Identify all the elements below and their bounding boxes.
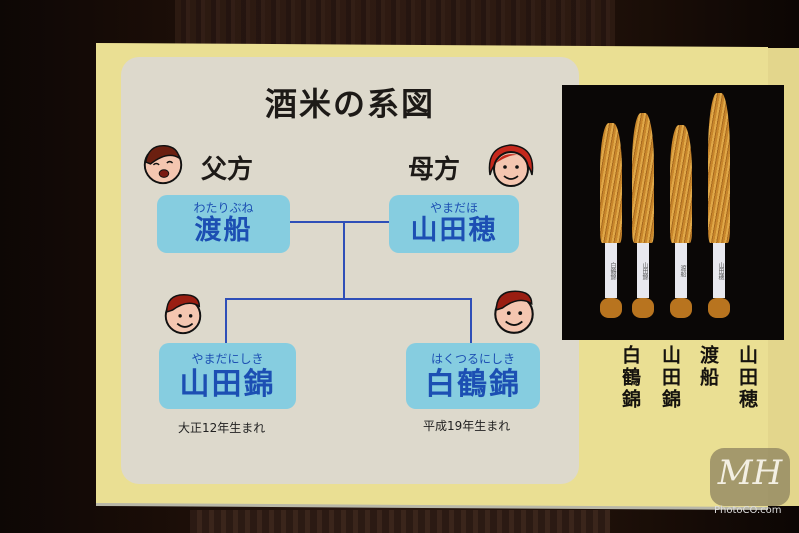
child-box-yamadanishiki: やまだにしき 山田錦 xyxy=(159,343,296,409)
father-side-label: 父方 xyxy=(201,155,254,185)
watermark-text: PhotoCO.com xyxy=(714,505,782,516)
mother-side-label: 母方 xyxy=(408,155,461,185)
child-ruby: はくつるにしき xyxy=(430,352,515,366)
parent-name: 山田穂 xyxy=(410,215,498,246)
mother-face-icon xyxy=(488,144,534,187)
parent-ruby: やまだほ xyxy=(429,201,478,215)
photo-caption: 渡船 xyxy=(697,345,719,389)
parent-box-yamadaho: やまだほ 山田穂 xyxy=(389,195,519,253)
genealogy-panel: 酒米の系図 父方 母方 わたりぶね 渡船 やまだほ 山田穂 xyxy=(121,57,579,484)
photo-caption: 山田穂 xyxy=(736,345,758,411)
child-born-text: 平成19年生まれ xyxy=(423,419,511,433)
rice-stalk-photo: 白鶴錦 山田錦 渡船 山田穂 xyxy=(562,85,784,340)
connector-stem xyxy=(343,221,345,299)
watermark-mark: MH xyxy=(717,453,783,493)
photo-caption: 白鶴錦 xyxy=(619,345,641,411)
sign-title: 酒米の系図 xyxy=(264,85,435,123)
child-name: 白鶴錦 xyxy=(425,367,521,402)
connector-parents xyxy=(290,221,389,223)
connector-left-child xyxy=(225,298,227,344)
connector-children xyxy=(225,298,471,300)
photo-caption: 山田錦 xyxy=(659,345,681,411)
child-name: 山田錦 xyxy=(179,367,276,402)
child-ruby: やまだにしき xyxy=(191,352,264,366)
child-face-icon xyxy=(494,290,534,334)
rice-stalk: 山田錦 xyxy=(632,113,654,318)
father-face-icon xyxy=(143,144,183,185)
connector-right-child xyxy=(470,298,472,344)
parent-name: 渡船 xyxy=(194,215,253,246)
watermark-logo: MH xyxy=(710,448,790,506)
child-box-hakutsurunishiki: はくつるにしき 白鶴錦 xyxy=(406,343,540,409)
child-born-text: 大正12年生まれ xyxy=(178,421,266,435)
child-face-icon xyxy=(164,294,202,335)
background-wooden-base xyxy=(190,510,610,533)
parent-box-watarifune: わたりぶね 渡船 xyxy=(157,195,290,253)
parent-ruby: わたりぶね xyxy=(193,201,254,215)
rice-stalk: 白鶴錦 xyxy=(600,123,622,318)
rice-stalk: 渡船 xyxy=(670,125,692,318)
rice-stalk: 山田穂 xyxy=(708,93,730,318)
